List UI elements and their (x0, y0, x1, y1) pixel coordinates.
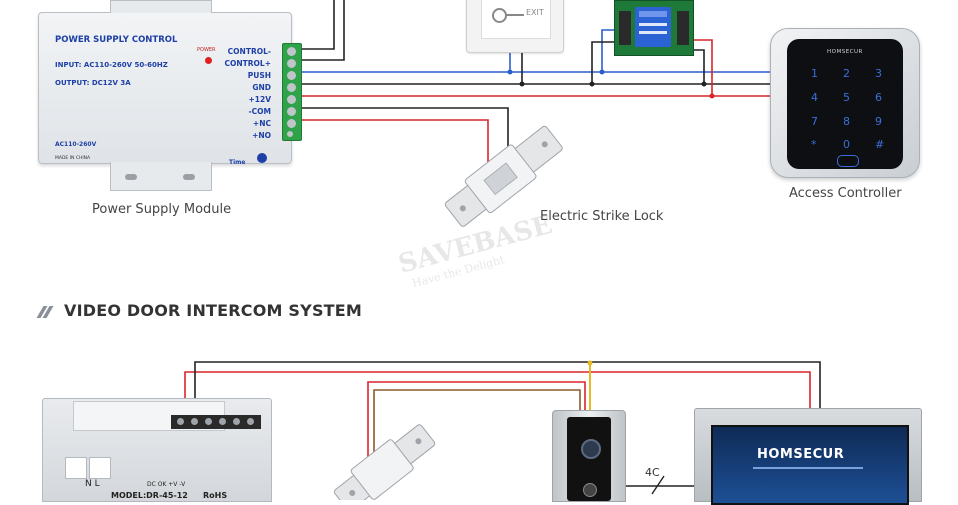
access-controller: HOMSECUR 1 2 3 4 5 6 7 8 9 * 0 # (770, 28, 920, 178)
terminal-label: CONTROL+ (224, 59, 272, 68)
relay-module (614, 0, 694, 56)
wire-control-minus (300, 0, 335, 50)
wire-relay-3 (690, 39, 713, 96)
psu-mount-tab (110, 162, 212, 191)
din-rohs: RoHS (203, 491, 228, 500)
exit-key-icon (492, 8, 507, 23)
exit-button-device: EXIT (466, 0, 564, 53)
camera-lens-icon (581, 439, 601, 459)
monitor-screen: HOMSECUR (711, 425, 909, 505)
terminal-label: +12V (248, 95, 271, 104)
call-button-icon (583, 483, 597, 497)
wire-nc (300, 119, 489, 162)
exit-label: EXIT (526, 8, 544, 17)
din-label-dc: DC OK +V -V (147, 481, 186, 488)
wire-bottom-brown (373, 389, 581, 470)
strike-lock-caption: Electric Strike Lock (540, 209, 664, 224)
psu-made-in: MADE IN CHINA (55, 156, 91, 161)
psu-caption: Power Supply Module (92, 202, 232, 217)
access-controller-caption: Access Controller (789, 186, 902, 201)
section-icon (36, 304, 58, 318)
relay-cube (635, 7, 671, 47)
psu-title: POWER SUPPLY CONTROL (55, 35, 178, 45)
keypad-key: 7 (811, 115, 818, 128)
psu-input: INPUT: AC110-260V 50-60HZ (55, 61, 168, 69)
keypad-key: 2 (843, 67, 850, 80)
terminal-label: CONTROL- (227, 47, 271, 56)
keypad-key: 5 (843, 91, 850, 104)
keypad-panel: HOMSECUR 1 2 3 4 5 6 7 8 9 * 0 # (787, 39, 903, 169)
psu-output: OUTPUT: DC12V 3A (55, 79, 131, 87)
power-led (205, 57, 212, 64)
wire-com (300, 107, 509, 158)
wire-bottom-black-1 (194, 361, 821, 430)
timer-knob-icon (257, 153, 267, 163)
din-rail-psu: DC OK +V -V N L MODEL:DR-45-12 RoHS (42, 398, 272, 502)
psu-time-label: Time (229, 159, 246, 166)
power-supply-module: POWER SUPPLY CONTROL POWER INPUT: AC110-… (38, 12, 292, 166)
terminal-label: -COM (248, 107, 271, 116)
terminal-label: +NO (252, 131, 271, 140)
keypad-key: 4 (811, 91, 818, 104)
keypad-key: 6 (875, 91, 882, 104)
indoor-monitor: HOMSECUR (694, 408, 922, 505)
din-label-nl: N L (85, 479, 100, 489)
din-model: MODEL:DR-45-12 (111, 491, 188, 500)
wire-relay-4 (690, 49, 705, 84)
section-title: VIDEO DOOR INTERCOM SYSTEM (64, 301, 363, 320)
keypad-brand: HOMSECUR (827, 49, 863, 55)
keypad-key: * (811, 138, 817, 151)
psu-ac-label: AC110-260V (55, 141, 97, 148)
wire-control-plus (300, 0, 345, 61)
keypad-key: # (875, 138, 885, 151)
keypad-key: 0 (843, 138, 850, 151)
keypad-key: 1 (811, 67, 818, 80)
terminal-label: +NC (252, 119, 271, 128)
outdoor-camera-station (552, 410, 626, 502)
cable-label: 4C (645, 466, 660, 479)
bell-icon (837, 155, 859, 167)
keypad-key: 9 (875, 115, 882, 128)
power-led-label: POWER (197, 47, 216, 53)
psu-mount-tab-top (110, 0, 212, 13)
terminal-label: PUSH (247, 71, 271, 80)
terminal-label: GND (252, 83, 271, 92)
psu-terminal-labels: CONTROL- CONTROL+ PUSH GND +12V -COM +NC… (215, 47, 272, 143)
din-terminal-strip (171, 415, 261, 429)
psu-terminal-block (282, 43, 302, 141)
wire-relay-2 (591, 41, 622, 84)
keypad-key: 3 (875, 67, 882, 80)
keypad-key: 8 (843, 115, 850, 128)
monitor-brand: HOMSECUR (757, 447, 845, 462)
